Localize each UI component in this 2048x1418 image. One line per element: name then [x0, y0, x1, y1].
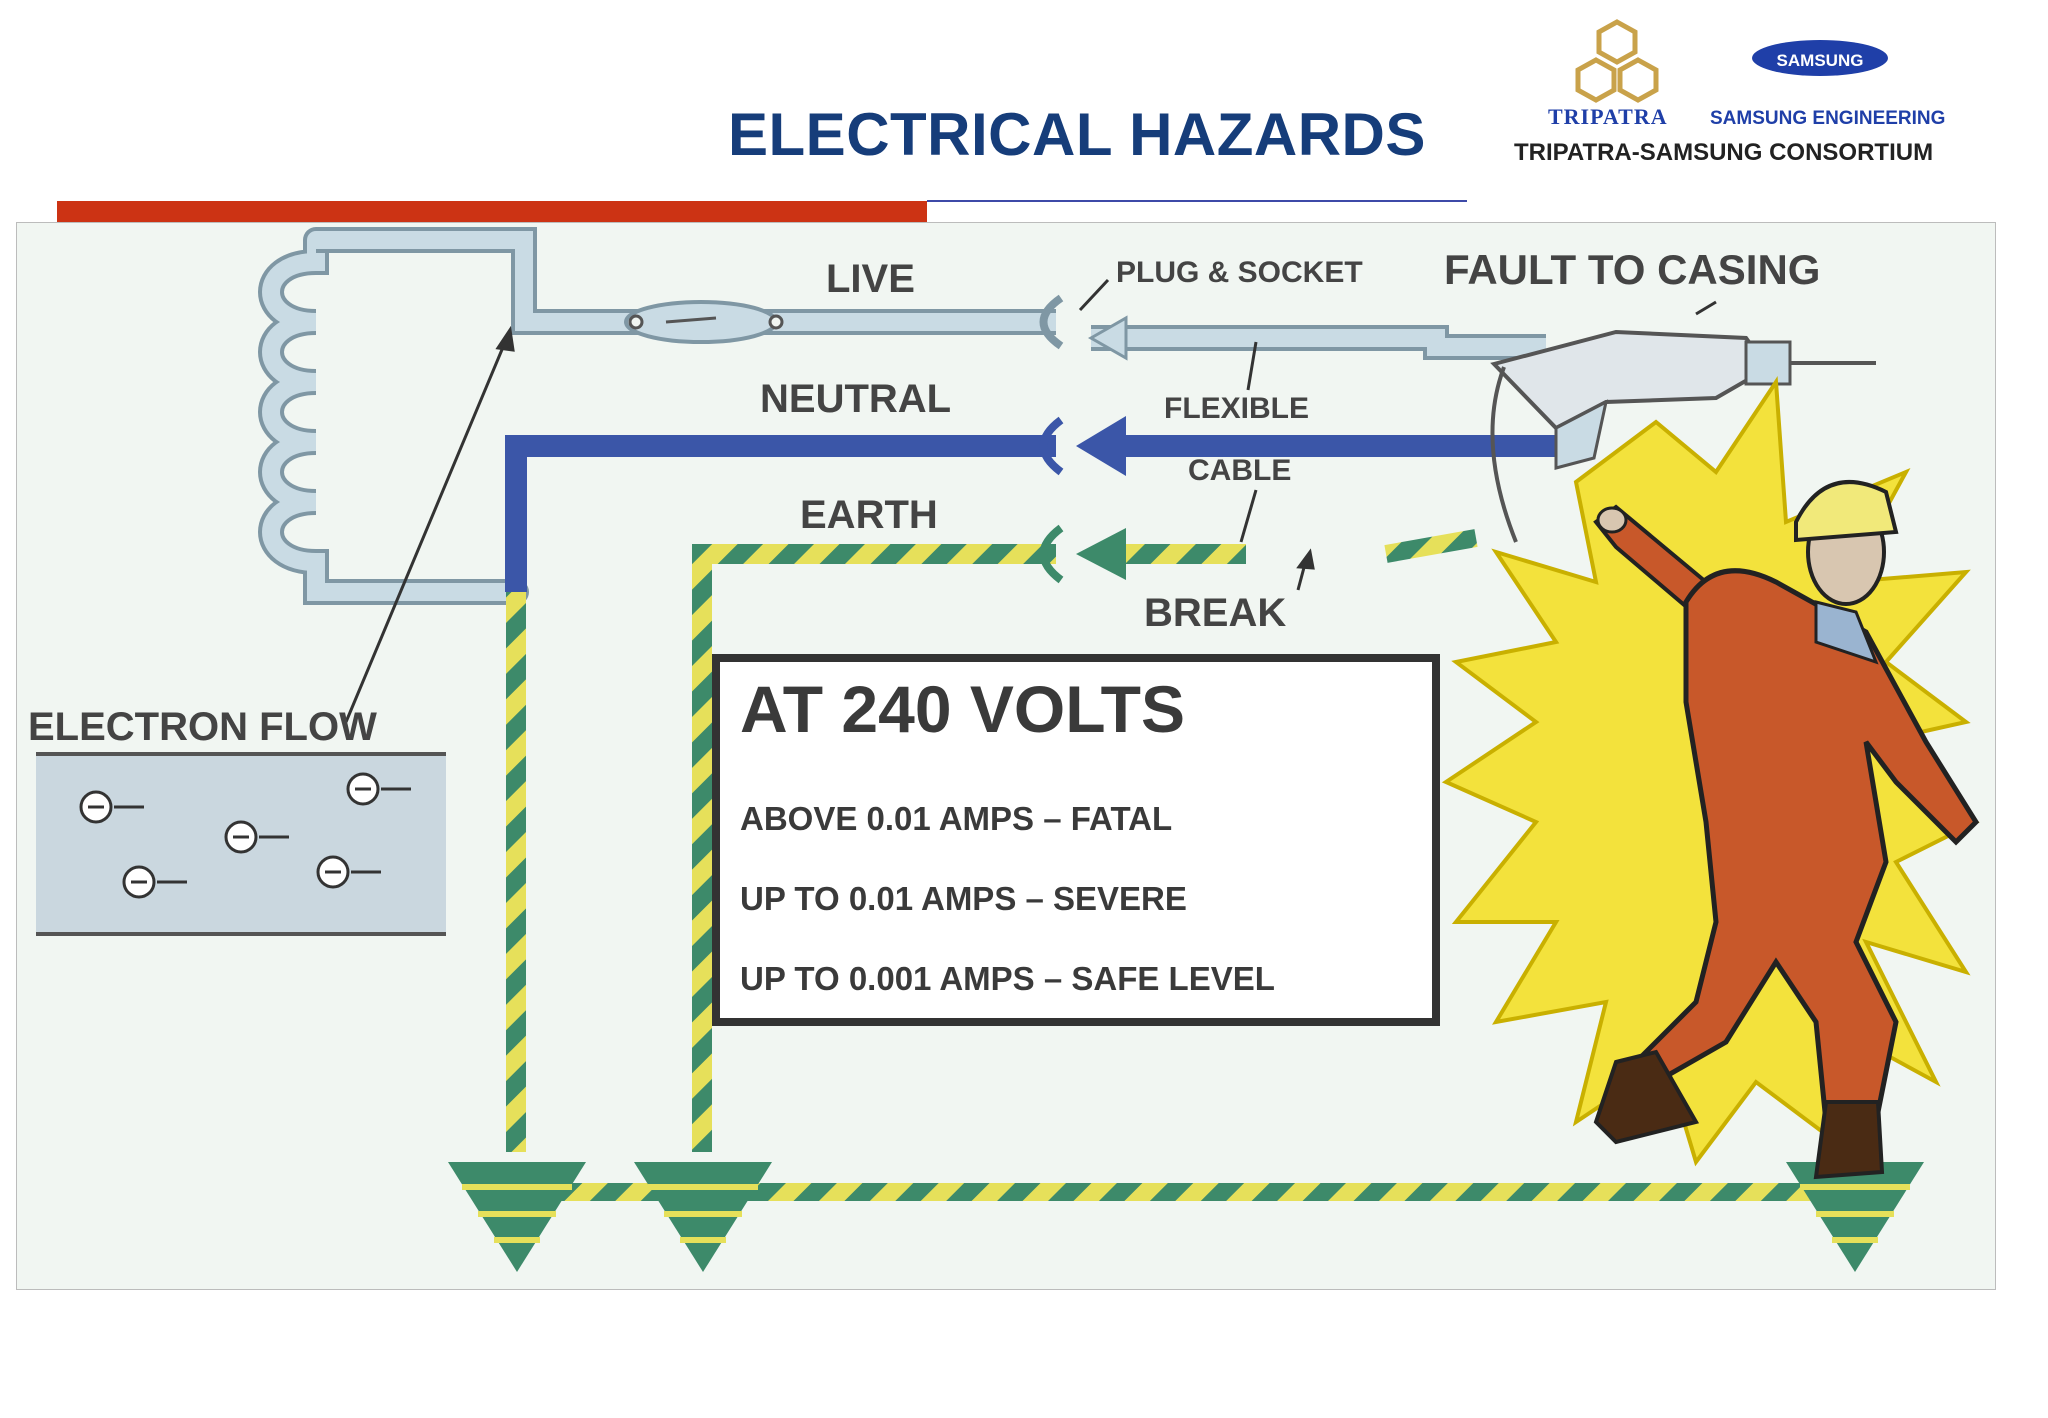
live-arrow	[1087, 315, 1128, 361]
transformer-coil-inner	[262, 231, 525, 601]
earth-arrow	[1076, 528, 1126, 580]
title-underline-red	[57, 201, 927, 222]
current-level-severe: UP TO 0.01 AMPS – SEVERE	[740, 880, 1187, 917]
pointer-lines	[344, 278, 1717, 723]
label-neutral: NEUTRAL	[760, 377, 951, 421]
consortium-name: TRIPATRA-SAMSUNG CONSORTIUM	[1514, 139, 1933, 166]
worker-figure-icon	[1593, 480, 1980, 1180]
label-plug-socket: PLUG & SOCKET	[1116, 256, 1363, 289]
info-box-heading: AT 240 VOLTS	[740, 672, 1185, 746]
label-electron-flow: ELECTRON FLOW	[28, 705, 377, 749]
consortium-logo: SAMSUNG TRIPATRA SAMSUNG ENGINEERING TRI…	[1514, 19, 1945, 166]
plug-socket-icon	[1039, 294, 1064, 584]
label-cable: CABLE	[1188, 454, 1291, 487]
current-level-safe: UP TO 0.001 AMPS – SAFE LEVEL	[740, 960, 1275, 997]
samsung-badge-text: SAMSUNG	[1777, 51, 1864, 70]
page-title: ELECTRICAL HAZARDS	[728, 101, 1426, 168]
label-live: LIVE	[826, 257, 915, 301]
earth-cable-broken-end	[1384, 529, 1478, 563]
electrical-hazard-diagram: AT 240 VOLTS ABOVE 0.01 AMPS – FATAL UP …	[16, 222, 1996, 1290]
label-earth: EARTH	[800, 493, 938, 537]
title-underline-blue	[927, 200, 1467, 202]
neutral-arrow	[1076, 416, 1126, 476]
current-level-fatal: ABOVE 0.01 AMPS – FATAL	[740, 800, 1172, 837]
samsung-badge-icon	[1752, 40, 1888, 76]
fuse-switch-icon	[624, 300, 784, 344]
tripatra-name: TRIPATRA	[1548, 104, 1668, 129]
label-fault-to-casing: FAULT TO CASING	[1444, 246, 1820, 293]
label-break: BREAK	[1144, 591, 1286, 635]
electron-flow-illustration	[36, 752, 446, 936]
samsung-engineering-name: SAMSUNG ENGINEERING	[1710, 108, 1945, 129]
neutral-wire	[505, 435, 1056, 592]
current-levels-box	[712, 654, 1440, 1026]
earth-wire-return	[692, 544, 1056, 1152]
label-flexible: FLEXIBLE	[1164, 392, 1309, 425]
drill-icon	[1490, 329, 1876, 543]
tripatra-hexagon-icon	[1575, 19, 1659, 103]
